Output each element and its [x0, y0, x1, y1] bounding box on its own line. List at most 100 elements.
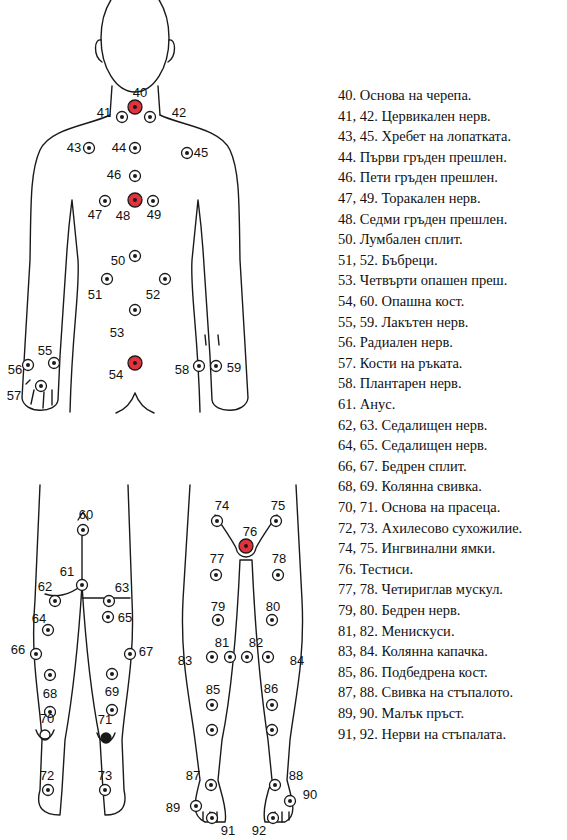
callout-number: 48 [116, 209, 130, 222]
key-line: 85, 86. Подбедрена кост. [338, 665, 488, 680]
callout-number: 46 [107, 168, 121, 181]
callout-number: 62 [38, 580, 52, 593]
point [273, 570, 284, 581]
key-line: 76. Тестиси. [338, 562, 413, 577]
point [43, 625, 54, 636]
key-line: 53. Четвърти опашен преш. [338, 273, 507, 288]
point [207, 813, 218, 824]
point-dot [194, 804, 198, 808]
key-line: 68, 69. Колянна свивка. [338, 479, 482, 494]
point [130, 305, 141, 316]
callout-number: 70 [40, 712, 54, 725]
point-dot [266, 655, 270, 659]
callout-number: 61 [60, 565, 74, 578]
point-dot [39, 384, 43, 388]
point-dot [270, 728, 274, 732]
point [194, 361, 205, 372]
point-dot [210, 728, 214, 732]
callout-number: 77 [210, 552, 224, 565]
point-dot [151, 199, 155, 203]
point [23, 360, 34, 371]
head-outline [101, 0, 169, 92]
point-dot [106, 615, 110, 619]
point [213, 615, 224, 626]
legs-front [182, 485, 302, 822]
point [225, 652, 236, 663]
key-point [239, 539, 253, 553]
key-line: 50. Лумбален сплит. [338, 232, 463, 247]
callout-number: 86 [264, 682, 278, 695]
point-dot [274, 519, 278, 523]
key-line: 61. Анус. [338, 397, 395, 412]
point [117, 112, 128, 123]
point-dot [210, 655, 214, 659]
callout-number: 52 [146, 288, 160, 301]
point-dot [87, 146, 91, 150]
upper-body-back [22, 0, 248, 413]
callout-number: 64 [32, 612, 46, 625]
hand-fingers [26, 380, 52, 408]
callout-number: 91 [221, 824, 235, 837]
point-dot [48, 673, 52, 677]
callout-number: 90 [303, 788, 317, 801]
point [125, 649, 136, 660]
callout-number: 45 [194, 146, 208, 159]
key-line: 46. Пети гръден прешлен. [338, 170, 498, 185]
callout-number: 89 [166, 801, 180, 814]
point [45, 670, 56, 681]
point [285, 796, 296, 807]
leg-outline [182, 485, 302, 822]
callout-number: 78 [272, 552, 286, 565]
left-side-outline [22, 115, 110, 412]
point-dot [270, 618, 274, 622]
key-line: 40. Основа на черепа. [338, 88, 471, 103]
point-dot [133, 146, 137, 150]
callout-number: 43 [67, 141, 81, 154]
key-point [128, 193, 142, 207]
callout-number: 65 [118, 611, 132, 624]
callout-number: 84 [290, 654, 304, 667]
point [207, 700, 218, 711]
legs-back [34, 485, 133, 815]
gluteal-fold [45, 535, 130, 598]
callout-number: 87 [186, 769, 200, 782]
point [242, 652, 253, 663]
point [148, 196, 159, 207]
point-dot [271, 816, 275, 820]
key-line: 57. Кости на ръката. [338, 356, 463, 371]
point [130, 143, 141, 154]
key-line: 89, 90. Малък пръст. [338, 706, 464, 721]
point [36, 381, 47, 392]
callout-number: 92 [252, 824, 266, 837]
point-dot [103, 199, 107, 203]
key-line: 81, 82. Менискуси. [338, 624, 455, 639]
key-line: 41, 42. Цервикален нерв. [338, 109, 491, 124]
target-points [23, 100, 296, 824]
point-dot [210, 703, 214, 707]
point-dot [26, 363, 30, 367]
ankle-curve [36, 730, 54, 739]
right-side-outline [160, 115, 248, 412]
point [130, 171, 141, 182]
point-dot [228, 655, 232, 659]
key-line: 70, 71. Основа на прасеца. [338, 500, 500, 515]
point-dot [133, 105, 137, 109]
callout-number: 67 [139, 645, 153, 658]
key-line: 91, 92. Нерви на стъпалата. [338, 727, 506, 742]
point-dot [185, 151, 189, 155]
point [270, 780, 281, 791]
callout-number: 66 [11, 643, 25, 656]
callout-number: 73 [98, 769, 112, 782]
point-dot [128, 652, 132, 656]
point-dot [52, 361, 56, 365]
callout-number: 80 [266, 600, 280, 613]
point [191, 801, 202, 812]
point-dot [273, 783, 277, 787]
callout-number: 50 [111, 254, 125, 267]
point [102, 274, 113, 285]
callout-number: 74 [215, 499, 229, 512]
key-line: 43, 45. Хребет на лопатката. [338, 129, 511, 144]
callout-number: 47 [88, 208, 102, 221]
callout-number: 51 [88, 288, 102, 301]
